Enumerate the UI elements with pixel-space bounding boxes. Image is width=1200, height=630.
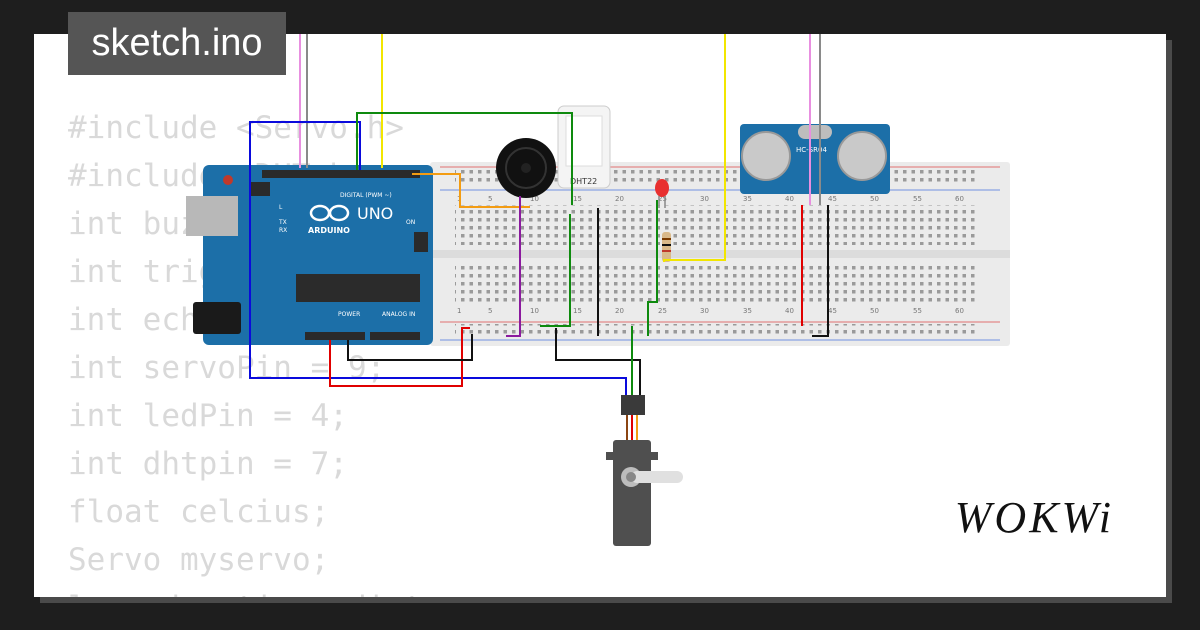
wires	[249, 34, 829, 440]
breadboard-column-number: 60	[955, 195, 964, 203]
resistor	[662, 232, 671, 262]
breadboard-column-number: 10	[530, 195, 539, 203]
dht22-sensor: DHT22	[557, 105, 611, 189]
digital-label: DIGITAL (PWM ~)	[340, 192, 392, 199]
code-line: int servoPin = 9;	[68, 350, 386, 386]
breadboard-column-number: 20	[615, 307, 624, 315]
breadboard-column-number: 25	[658, 307, 667, 315]
breadboard-column-number: 10	[530, 307, 539, 315]
breadboard-column-number: 50	[870, 195, 879, 203]
power-jack	[193, 302, 241, 334]
svg-text:L: L	[279, 204, 283, 211]
breadboard-column-number: 5	[488, 195, 492, 203]
breadboard-column-number: 35	[743, 307, 752, 315]
breadboard-column-number: 20	[615, 195, 624, 203]
digital-header	[262, 170, 420, 178]
arduino-uno: DIGITAL (PWM ~) UNO ARDUINO TX RX L ON P…	[186, 165, 433, 345]
svg-text:RX: RX	[279, 227, 287, 234]
reset-button	[223, 175, 233, 185]
breadboard-column-number: 15	[573, 307, 582, 315]
breadboard-column-number: 45	[828, 307, 837, 315]
arduino-logo-right	[328, 204, 350, 222]
wokwi-logo: WOKWi	[954, 493, 1114, 542]
code-line: float celcius;	[68, 494, 330, 530]
servo-motor	[606, 395, 683, 546]
code-line: int ledPin = 4;	[68, 398, 348, 434]
breadboard-column-number: 40	[785, 307, 794, 315]
breadboard-column-number: 55	[913, 307, 922, 315]
arduino-brand: ARDUINO	[308, 226, 350, 235]
analog-header	[370, 332, 420, 340]
atmega-chip	[296, 274, 420, 302]
usb-port	[186, 196, 238, 236]
hc-sr04-label: HC-SR04	[796, 146, 827, 154]
breadboard-column-number: 45	[828, 195, 837, 203]
breadboard-column-number: 25	[658, 195, 667, 203]
power-label: POWER	[338, 311, 360, 318]
breadboard-column-number: 15	[573, 195, 582, 203]
breadboard-column-number: 1	[457, 307, 461, 315]
breadboard-column-number: 30	[700, 195, 709, 203]
svg-text:ON: ON	[406, 219, 415, 226]
code-line: long duration, distance;	[68, 584, 516, 597]
breadboard-column-number: 55	[913, 195, 922, 203]
breadboard-column-number: 30	[700, 307, 709, 315]
hc-sr04-sensor: HC-SR04	[740, 124, 890, 194]
buzzer	[496, 138, 556, 198]
dht22-label: DHT22	[570, 177, 597, 186]
breadboard-column-number: 60	[955, 307, 964, 315]
analog-label: ANALOG IN	[382, 311, 415, 318]
breadboard-column-number: 5	[488, 307, 492, 315]
code-line: int dhtpin = 7;	[68, 446, 348, 482]
breadboard-column-number: 40	[785, 195, 794, 203]
svg-text:TX: TX	[278, 219, 287, 226]
breadboard-column-number: 50	[870, 307, 879, 315]
code-line: #include <Servo.h>	[68, 110, 404, 146]
sketch-title: sketch.ino	[68, 12, 286, 75]
led	[655, 179, 669, 208]
arduino-model: UNO	[357, 204, 393, 223]
code-line: Servo myservo;	[68, 542, 330, 578]
breadboard-column-number: 35	[743, 195, 752, 203]
power-header	[305, 332, 365, 340]
